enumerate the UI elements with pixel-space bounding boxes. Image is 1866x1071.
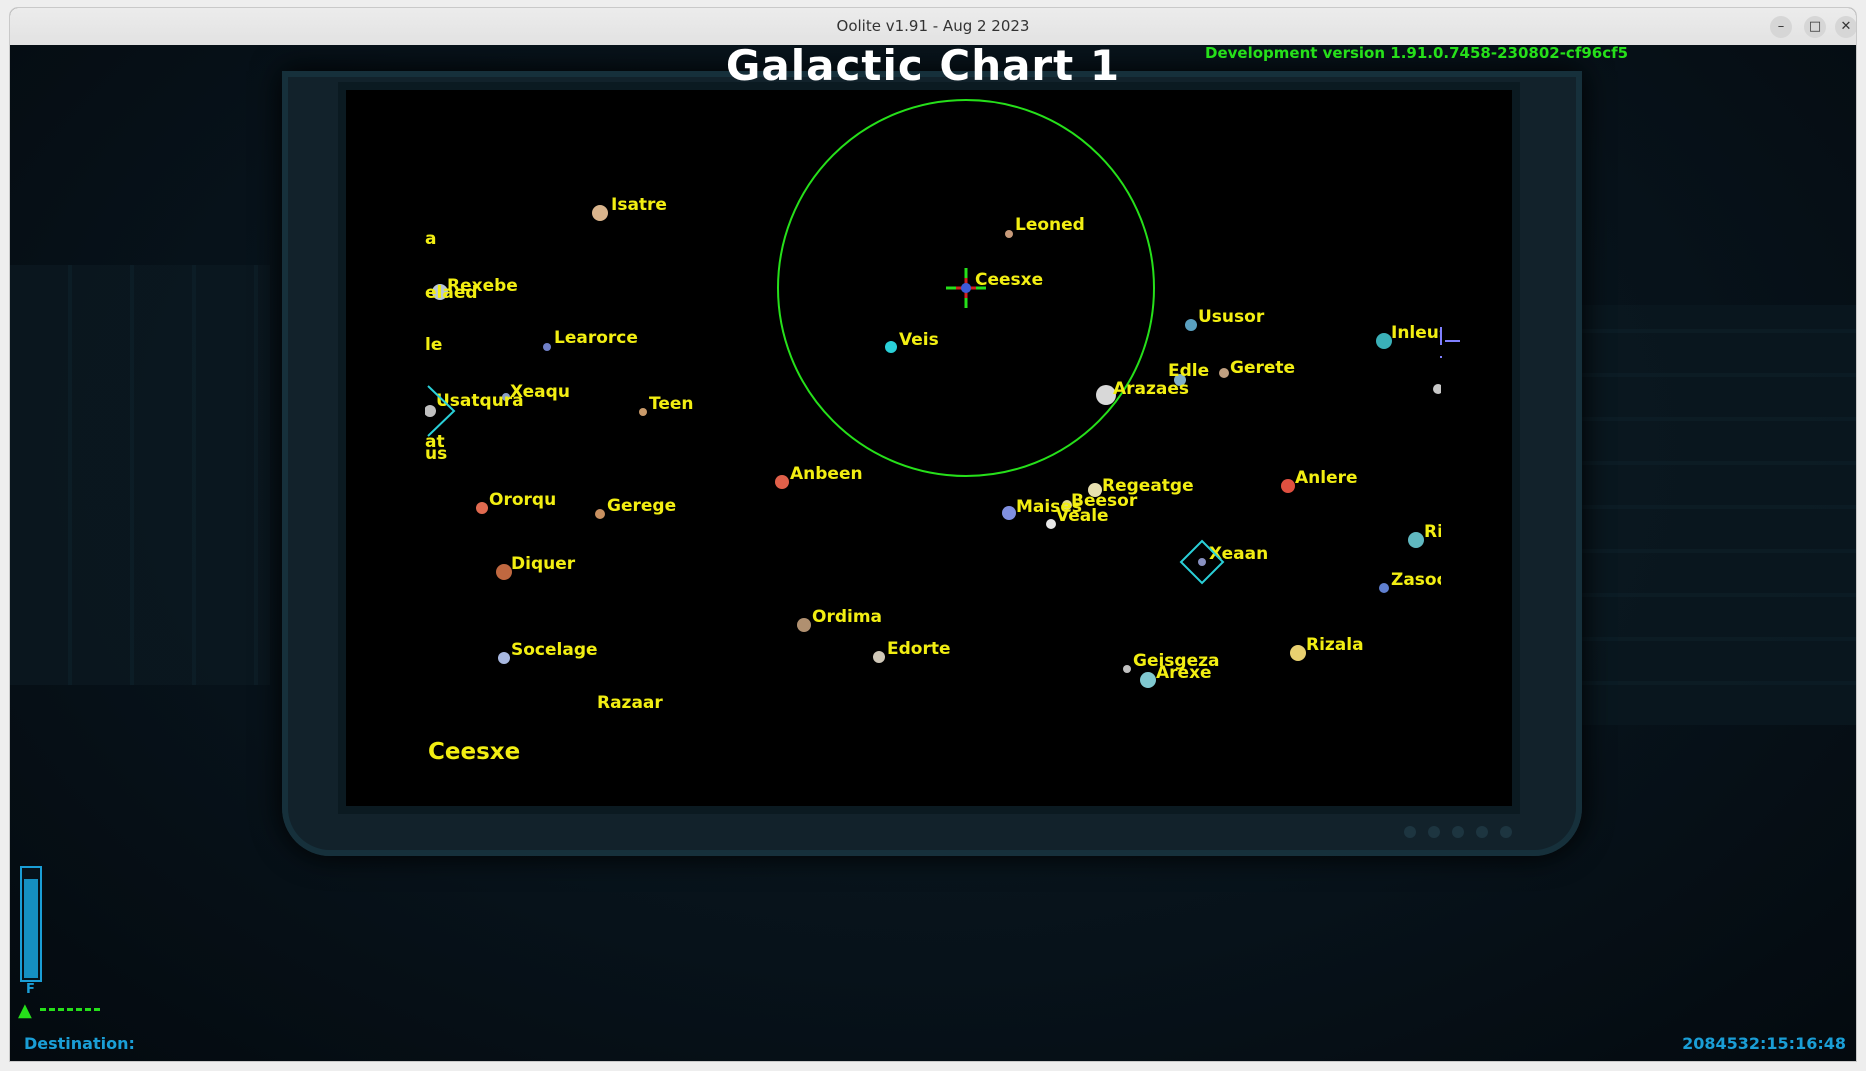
star-label-ri: Ri bbox=[1424, 522, 1443, 542]
star-label-arazaes: Arazaes bbox=[1113, 379, 1189, 399]
star-label-gerete: Gerete bbox=[1230, 358, 1295, 378]
minimize-button[interactable]: – bbox=[1770, 16, 1792, 38]
edge-label-fragment: elaed bbox=[425, 283, 478, 303]
star-ususor[interactable] bbox=[1185, 319, 1197, 331]
star-xeaan[interactable] bbox=[1198, 558, 1206, 566]
star-label-gerege: Gerege bbox=[607, 496, 676, 516]
star-veale[interactable] bbox=[1046, 519, 1056, 529]
cockpit-panel-right bbox=[1566, 305, 1856, 725]
star-label-ceesxe: Ceesxe bbox=[975, 270, 1043, 290]
fuel-gauge bbox=[20, 866, 42, 982]
star-label-ordima: Ordima bbox=[812, 607, 882, 627]
star-anlere[interactable] bbox=[1281, 479, 1295, 493]
star-label-ororqu: Ororqu bbox=[489, 490, 556, 510]
chart-title: Galactic Chart 1 bbox=[725, 41, 1121, 90]
star-label-regeatge: Regeatge bbox=[1102, 476, 1194, 496]
star-ri[interactable] bbox=[1408, 532, 1424, 548]
selected-system-name: Ceesxe bbox=[428, 739, 521, 765]
star-beesor[interactable] bbox=[1062, 500, 1072, 510]
star-label-inleus: Inleus bbox=[1391, 323, 1449, 343]
edge-label-fragment: a bbox=[425, 229, 436, 249]
jump-range-circle bbox=[777, 99, 1155, 477]
dev-version-label: Development version 1.91.0.7458-230802-c… bbox=[1205, 44, 1629, 62]
star-rexebe[interactable] bbox=[432, 284, 448, 300]
star-label-maises: Maises bbox=[1016, 497, 1082, 517]
window-title: Oolite v1.91 - Aug 2 2023 bbox=[836, 17, 1030, 35]
star-gerege[interactable] bbox=[595, 509, 605, 519]
star-maises[interactable] bbox=[1002, 506, 1016, 520]
fuel-gauge-fill bbox=[24, 878, 38, 978]
star-anbeen[interactable] bbox=[775, 475, 789, 489]
star-arexe[interactable] bbox=[1140, 672, 1156, 688]
star-label-teen: Teen bbox=[649, 394, 694, 414]
star-diquer[interactable] bbox=[496, 564, 512, 580]
star-leoned[interactable] bbox=[1005, 230, 1013, 238]
star-label-learorce: Learorce bbox=[554, 328, 638, 348]
star-label-xeaqu: Xeaqu bbox=[510, 382, 570, 402]
star-regeatge[interactable] bbox=[1088, 483, 1102, 497]
star-label-leoned: Leoned bbox=[1015, 215, 1085, 235]
star-isatre[interactable] bbox=[592, 205, 608, 221]
galactic-chart[interactable] bbox=[346, 90, 1512, 806]
star-zasoc[interactable] bbox=[1379, 583, 1389, 593]
game-clock: 2084532:15:16:48 bbox=[1682, 1034, 1846, 1053]
edge-label-fragment: at bbox=[425, 432, 445, 452]
star-learorce[interactable] bbox=[543, 343, 551, 351]
edge-marker-icon bbox=[427, 385, 456, 437]
star-edorte[interactable] bbox=[873, 651, 885, 663]
star-gerete[interactable] bbox=[1219, 368, 1229, 378]
star-rizala[interactable] bbox=[1290, 645, 1306, 661]
star-ordima[interactable] bbox=[797, 618, 811, 632]
star-label-rexebe: Rexebe bbox=[447, 276, 518, 296]
star-edle[interactable] bbox=[1174, 374, 1186, 386]
star-label-ususor: Ususor bbox=[1198, 307, 1265, 327]
star-geisgeza[interactable] bbox=[1123, 665, 1131, 673]
star-veis[interactable] bbox=[885, 341, 897, 353]
star-label-rizala: Rizala bbox=[1306, 635, 1364, 655]
star-inleus[interactable] bbox=[1376, 333, 1392, 349]
star-label-isatre: Isatre bbox=[611, 195, 667, 215]
star-label-edle: Edle bbox=[1168, 361, 1209, 381]
monitor-bezel-dots bbox=[1392, 823, 1512, 842]
edge-label-fragment: us bbox=[425, 444, 447, 464]
current-system-crosshair-icon bbox=[946, 268, 986, 308]
star-label-arexe: Arexe bbox=[1156, 663, 1212, 683]
star-socelage[interactable] bbox=[498, 652, 510, 664]
star-usatqura[interactable] bbox=[424, 405, 436, 417]
star-label-usatqura: Usatqura bbox=[436, 391, 524, 411]
compass-arrow-icon: ▲ bbox=[18, 1000, 32, 1021]
star-label-xeaan: Xeaan bbox=[1209, 544, 1268, 564]
maximize-button[interactable]: □ bbox=[1804, 16, 1826, 38]
destination-label: Destination: bbox=[24, 1034, 135, 1053]
compass-track bbox=[40, 1008, 100, 1011]
chart-cursor-icon bbox=[1440, 327, 1460, 358]
star-label-anlere: Anlere bbox=[1295, 468, 1358, 488]
edge-label-fragment: le bbox=[425, 335, 442, 355]
star-label-socelage: Socelage bbox=[511, 640, 598, 660]
close-button[interactable]: ✕ bbox=[1835, 16, 1856, 38]
cockpit-panel-left bbox=[10, 265, 270, 685]
star-label-edorte: Edorte bbox=[887, 639, 951, 659]
star-label-zasoc: Zasoc bbox=[1391, 570, 1447, 590]
star-label-diquer: Diquer bbox=[511, 554, 576, 574]
star-xeaqu[interactable] bbox=[502, 393, 510, 401]
marked-system-diamond-icon bbox=[1179, 539, 1225, 585]
star-ororqu[interactable] bbox=[476, 502, 488, 514]
star-label-veale: Veale bbox=[1056, 506, 1109, 526]
star-arazaes[interactable] bbox=[1096, 385, 1116, 405]
star-teen[interactable] bbox=[639, 408, 647, 416]
edge-star[interactable] bbox=[1433, 384, 1443, 394]
star-label-anbeen: Anbeen bbox=[790, 464, 863, 484]
star-label-geisgeza: Geisgeza bbox=[1133, 651, 1220, 671]
star-label-beesor: Beesor bbox=[1071, 491, 1138, 511]
star-label-razaar: Razaar bbox=[597, 693, 663, 713]
star-label-veis: Veis bbox=[899, 330, 939, 350]
fuel-label: F bbox=[26, 982, 35, 997]
title-bar[interactable]: Oolite v1.91 - Aug 2 2023 – □ ✕ bbox=[10, 8, 1856, 46]
